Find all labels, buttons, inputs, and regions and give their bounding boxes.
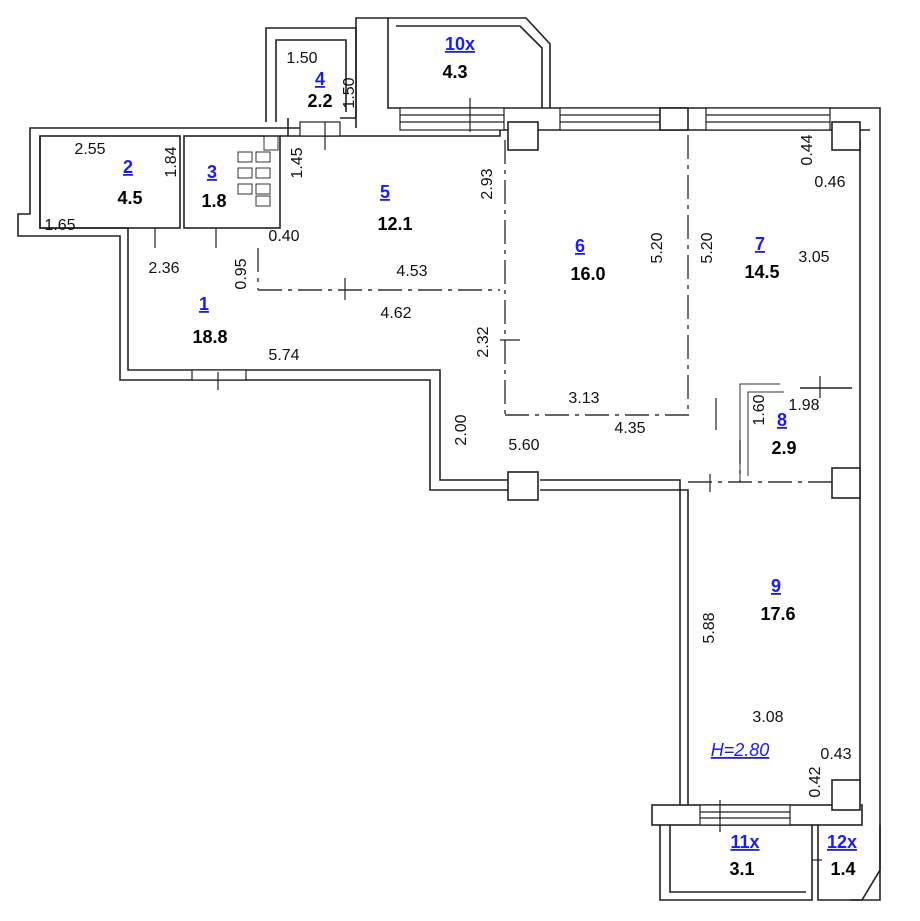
- room-3-number: 3: [207, 162, 217, 182]
- outer-wall-left-wing: [17, 127, 510, 491]
- inner-wall-left-wing: [39, 136, 510, 481]
- balcony-10-inner: [396, 25, 543, 108]
- room-8-inner: [747, 391, 784, 476]
- balcony-11-inner: [669, 825, 806, 893]
- room-11x-area: 3.1: [729, 859, 754, 879]
- dim-label: 1.65: [44, 217, 75, 234]
- dim-label: 0.95: [233, 258, 250, 289]
- room-2-number: 2: [123, 157, 133, 177]
- balcony-12-outline: [817, 825, 881, 901]
- stove-icon: [237, 135, 279, 207]
- balcony-11-outline: [659, 825, 813, 901]
- room-2-area: 4.5: [117, 188, 142, 208]
- room-10x-number: 10x: [445, 34, 475, 54]
- column: [831, 121, 861, 151]
- room-9-number: 9: [771, 576, 781, 596]
- window-bottom: [699, 804, 791, 826]
- dim-label: 0.46: [814, 174, 845, 191]
- column: [659, 107, 689, 131]
- window-top-2: [559, 107, 661, 131]
- dim-label: 0.40: [268, 228, 299, 245]
- dim-label: 1.45: [289, 147, 306, 178]
- columns: [507, 107, 861, 811]
- dim-label: 1.50: [286, 50, 317, 67]
- column: [831, 467, 861, 499]
- dim-label: 1.84: [163, 146, 180, 177]
- room-4-area: 2.2: [307, 91, 332, 111]
- room-5-area: 12.1: [377, 214, 412, 234]
- dim-label: 2.36: [148, 260, 179, 277]
- windows: [191, 107, 831, 826]
- dim-label: 4.35: [614, 420, 645, 437]
- room-6-number: 6: [575, 236, 585, 256]
- room-1-area: 18.8: [192, 327, 227, 347]
- room-2-walls: [39, 135, 181, 229]
- column: [507, 121, 539, 151]
- wing-9-left: [540, 479, 681, 805]
- column: [831, 779, 861, 811]
- inner-wall-top: [350, 129, 870, 137]
- wing-9-left-inner: [540, 489, 689, 805]
- dim-label: 5.74: [268, 347, 299, 364]
- dim-label: 2.32: [475, 326, 492, 357]
- window-room-4: [299, 121, 341, 137]
- dim-label: 5.20: [649, 232, 666, 263]
- room-10x-area: 4.3: [442, 62, 467, 82]
- room-7-area: 14.5: [744, 262, 779, 282]
- dim-label: 4.62: [380, 305, 411, 322]
- dim-label: 5.88: [701, 612, 718, 643]
- room-6-area: 16.0: [570, 264, 605, 284]
- dim-label: 5.60: [508, 437, 539, 454]
- dim-label: 2.93: [479, 168, 496, 199]
- room-3-area: 1.8: [201, 191, 226, 211]
- room-12x-area: 1.4: [830, 859, 855, 879]
- room-3-walls: [183, 135, 281, 229]
- dimension-labels: 1.50 1.50 2.55 1.84 1.45 1.65 0.40 2.36 …: [44, 50, 851, 798]
- column: [507, 471, 539, 501]
- walls: [17, 17, 881, 901]
- dim-label: 3.08: [752, 709, 783, 726]
- dim-label: 3.05: [798, 249, 829, 266]
- balcony-10-outline: [388, 17, 551, 108]
- dim-label: 5.20: [699, 232, 716, 263]
- dim-label: 1.60: [751, 394, 768, 425]
- dim-label: 3.13: [568, 390, 599, 407]
- room-7-number: 7: [755, 234, 765, 254]
- outer-wall-top: [355, 17, 881, 901]
- room-12x-number: 12x: [827, 832, 857, 852]
- dim-label: 1.50: [341, 77, 358, 108]
- room-4-inner: [275, 39, 347, 122]
- window-top-1: [399, 107, 505, 131]
- room-8-number: 8: [777, 410, 787, 430]
- door-marks: [154, 98, 822, 861]
- room-5-number: 5: [380, 182, 390, 202]
- room-8-area: 2.9: [771, 438, 796, 458]
- dim-label: 0.42: [807, 766, 824, 797]
- window-room-1: [191, 369, 247, 381]
- room-11x-number: 11x: [730, 832, 759, 852]
- room-4-number: 4: [315, 69, 325, 89]
- room-9-area: 17.6: [760, 604, 795, 624]
- dim-label: 0.44: [799, 134, 816, 165]
- dim-label: 1.98: [788, 397, 819, 414]
- dim-label: 4.53: [396, 263, 427, 280]
- room-labels: 2 4.5 3 1.8 4 2.2 10x 4.3 5 12.1 1 18.8 …: [117, 34, 857, 879]
- dim-label: 0.43: [820, 746, 851, 763]
- dim-label: 2.00: [453, 414, 470, 445]
- room-1-number: 1: [199, 294, 209, 314]
- ceiling-height: H=2.80: [711, 740, 770, 760]
- dim-label: 2.55: [74, 141, 105, 158]
- window-top-3: [705, 107, 831, 131]
